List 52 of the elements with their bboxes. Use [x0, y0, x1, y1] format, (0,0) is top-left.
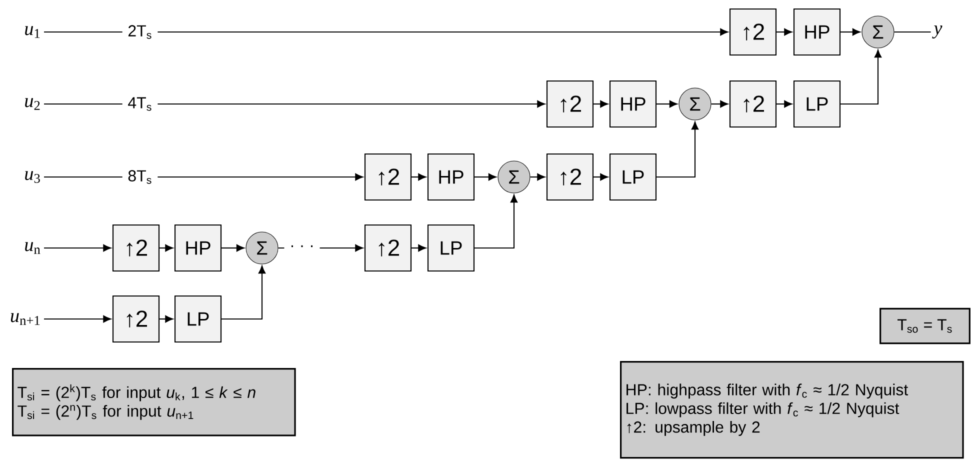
upsample-box: ↑2 [729, 8, 777, 56]
arrow [656, 100, 678, 108]
filter-box: HP [174, 224, 222, 272]
upsample-box: ↑2 [729, 80, 777, 128]
arrow [840, 28, 860, 36]
upsample-box: ↑2 [546, 80, 594, 128]
edge-label: · · · [284, 240, 320, 256]
arrow [711, 100, 728, 108]
arrow [44, 28, 728, 36]
arrow [530, 173, 546, 181]
input-label: u$_{n+1}$ [10, 313, 40, 325]
input-label: u$_{2}$ [25, 98, 40, 110]
arrow [160, 244, 174, 252]
input-label: u$_{1}$ [25, 26, 40, 38]
note-box: T$_{si}$ = (2$^{k}$)T$_{s}$ for input u$_{k}$, 1 ≤ k ≤ n T$_{si}$ = (2$^{n}$)T$_{s}$ for input u$_{n+1}$ [12, 368, 296, 436]
arrow [44, 244, 112, 252]
arrow [594, 100, 608, 108]
upsample-box: ↑2 [546, 153, 594, 201]
output-label: y [932, 26, 942, 38]
arrow [222, 266, 266, 320]
arrow [656, 122, 699, 178]
filter-box: LP [427, 224, 475, 272]
filter-box: LP [609, 153, 657, 201]
arrow [412, 173, 426, 181]
arrow [776, 28, 792, 36]
arrow [160, 315, 174, 323]
upsample-box: ↑2 [112, 295, 160, 343]
arrow [776, 100, 792, 108]
filter-box: LP [174, 295, 222, 343]
note-box: HP: highpass filter with f$_{c}$ ≈ 1/2 Nyquist LP: lowpass filter with f$_{c}$ ≈ 1/2 Nyquist ↑2: upsample by 2 [620, 361, 964, 459]
input-label: u$_{n}$ [25, 242, 40, 254]
filter-box: HP [793, 8, 841, 56]
edge-label: 2T$_{s}$ [122, 20, 158, 44]
input-label: u$_{3}$ [25, 171, 40, 183]
arrow [222, 244, 244, 252]
filter-box: HP [609, 80, 657, 128]
note-box: T$_{so}$ = T$_{s}$ [880, 308, 970, 344]
upsample-box: ↑2 [364, 153, 412, 201]
filter-box: LP [793, 80, 841, 128]
edge-label: 4T$_{s}$ [122, 92, 158, 116]
arrow [474, 173, 496, 181]
upsample-box: ↑2 [364, 224, 412, 272]
arrow [44, 315, 112, 323]
arrow [44, 173, 364, 181]
arrow [412, 244, 426, 252]
upsample-box: ↑2 [112, 224, 160, 272]
arrow [594, 173, 608, 181]
arrow [474, 194, 518, 249]
filter-box: HP [427, 153, 475, 201]
arrow [44, 100, 546, 108]
edge-label: 8T$_{s}$ [122, 164, 158, 190]
arrow [840, 50, 882, 105]
